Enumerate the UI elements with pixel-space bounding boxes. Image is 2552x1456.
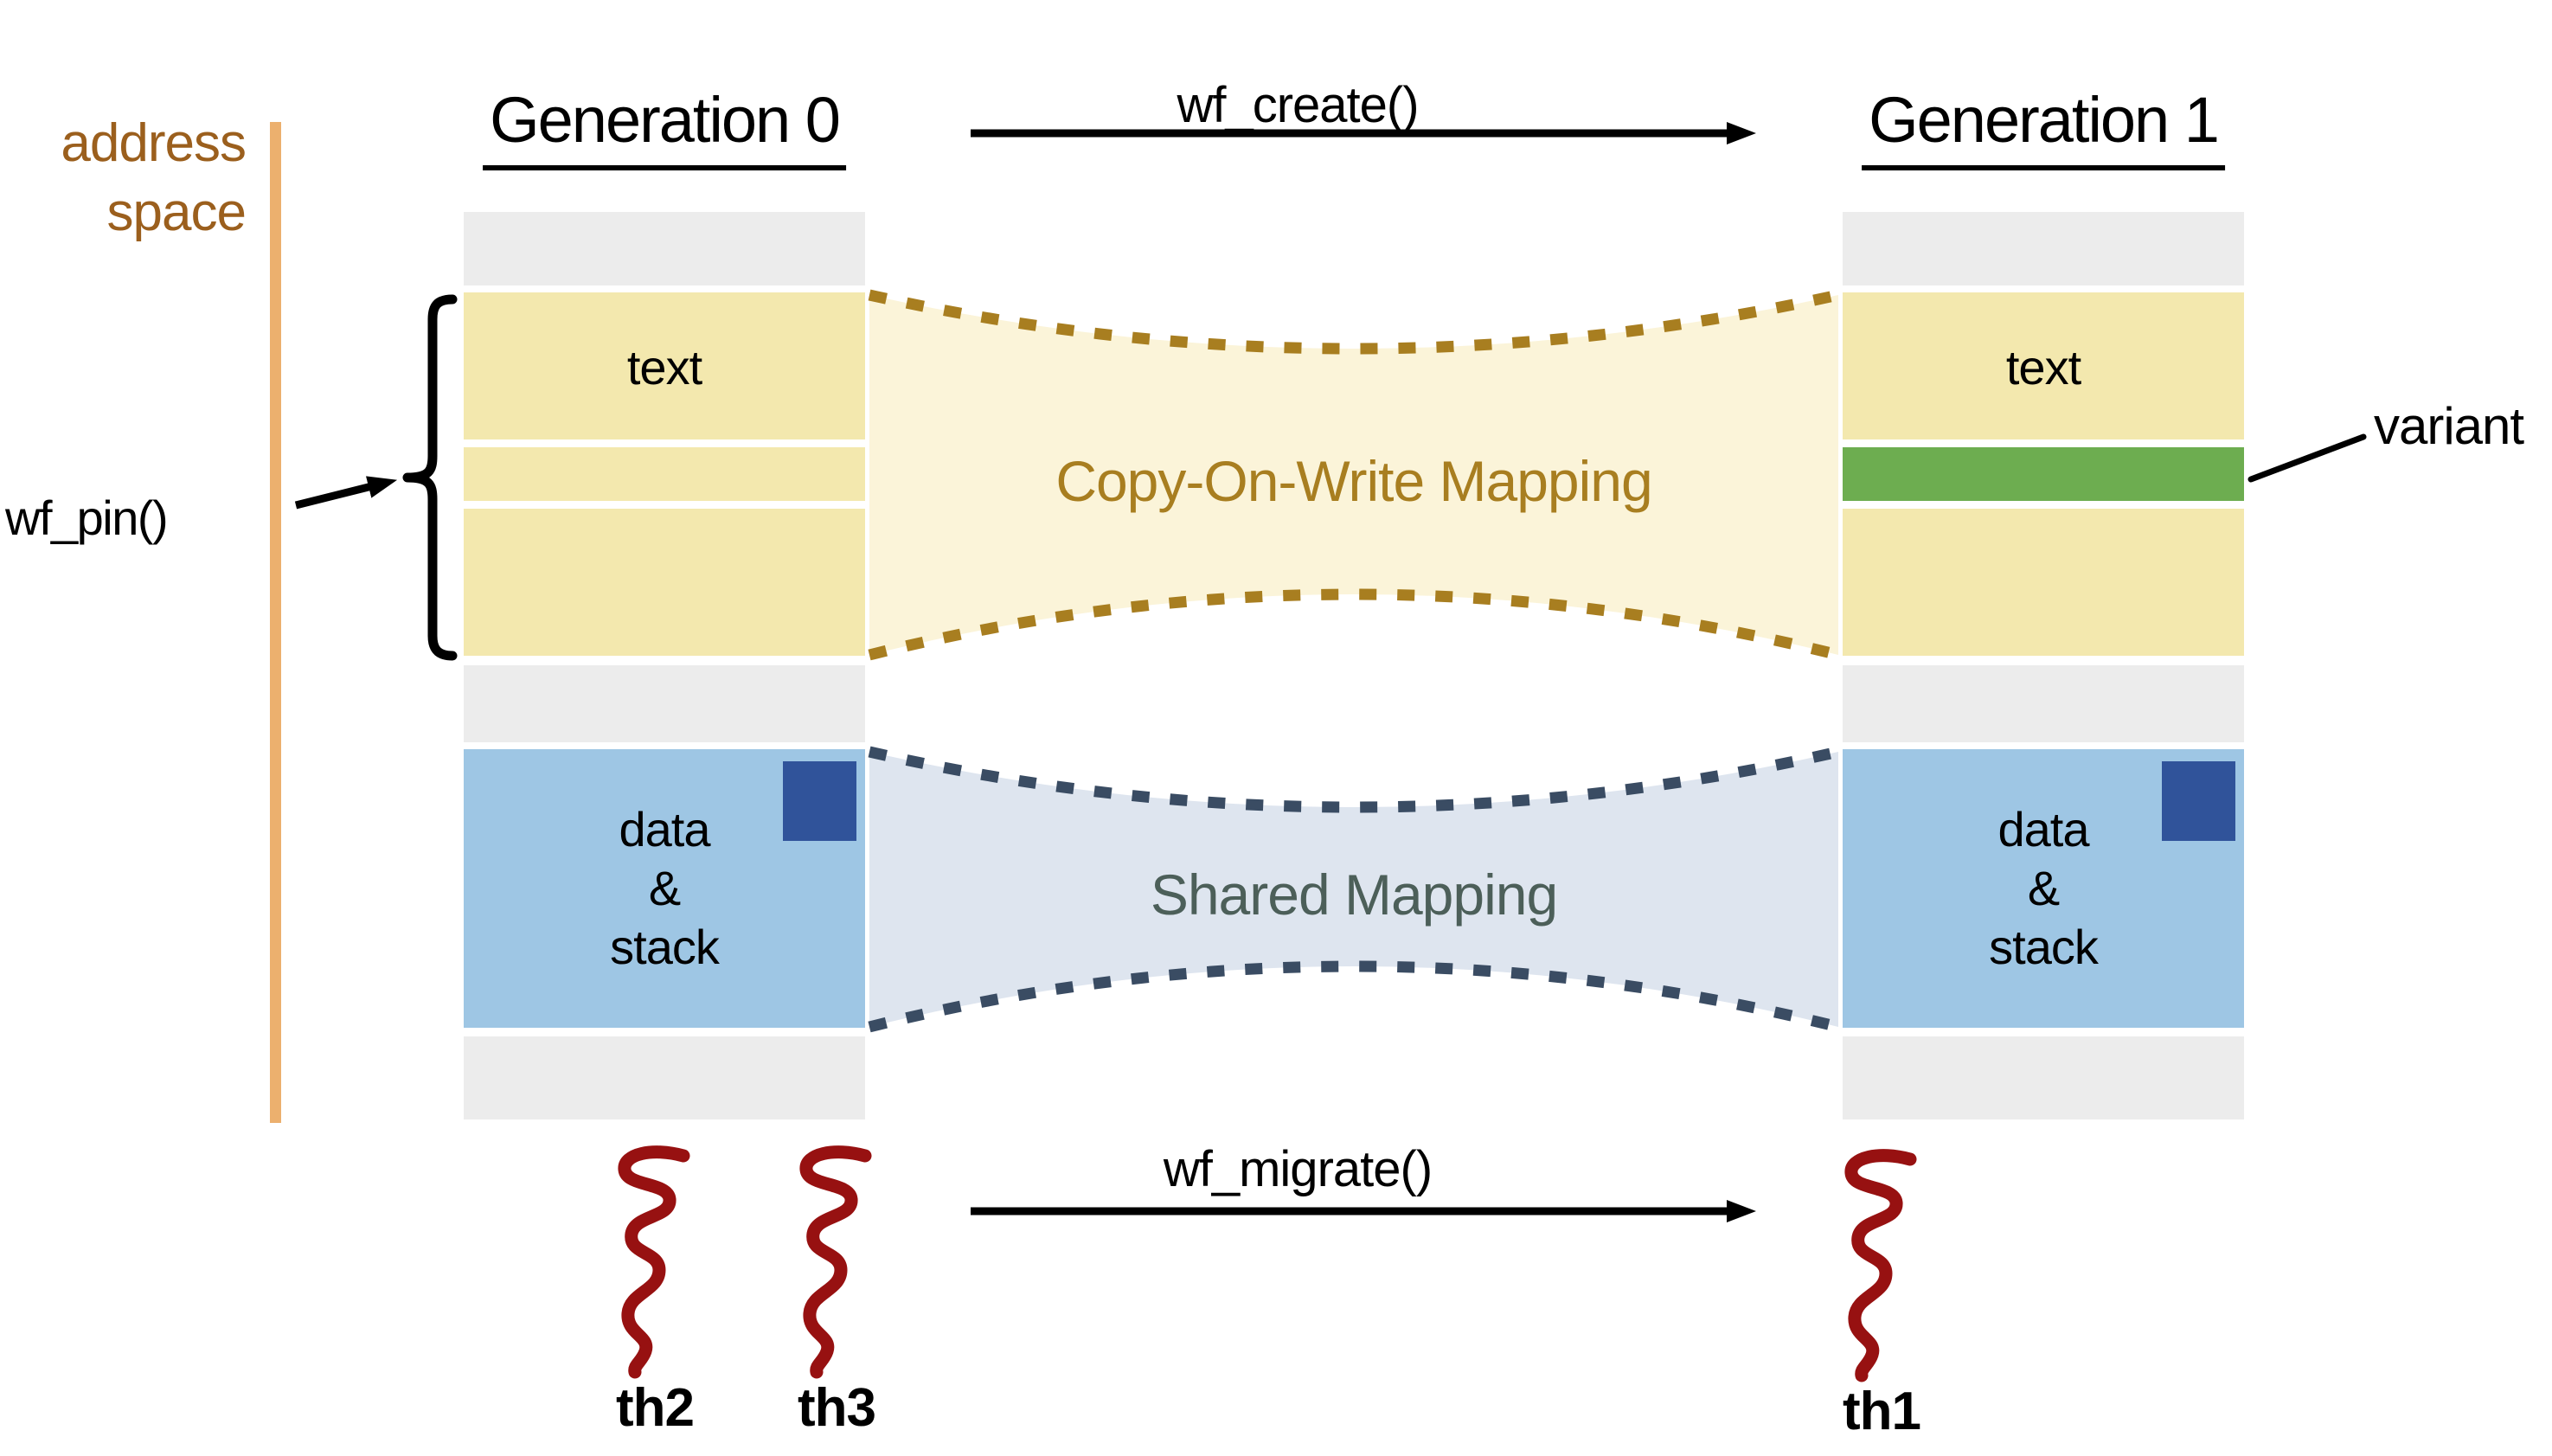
cow-top-dashed-line bbox=[868, 289, 1840, 355]
wf-create-label: wf_create() bbox=[1177, 77, 1419, 133]
wf-pin-arrow bbox=[294, 476, 398, 510]
gen0-text-segment-label: text bbox=[626, 340, 702, 394]
gen0-segment-gray-top bbox=[464, 212, 865, 285]
thread-th3-label: th3 bbox=[798, 1378, 876, 1438]
generation-1-title: Generation 1 bbox=[1862, 83, 2225, 170]
gen1-segment-gray-middle bbox=[1843, 665, 2244, 742]
gen0-amp-line: & bbox=[648, 861, 681, 915]
gen0-segment-text bbox=[464, 292, 865, 439]
gen1-stack-line: stack bbox=[1989, 920, 2099, 974]
variant-pointer-line bbox=[2247, 433, 2367, 483]
shared-bottom-dashed-line bbox=[868, 960, 1840, 1033]
gen1-data-stack-label: data & stack bbox=[1989, 800, 2099, 977]
gen1-segment-yellow-lower bbox=[1843, 509, 2244, 656]
gen0-segment-thin-yellow bbox=[464, 447, 865, 501]
gen1-amp-line: & bbox=[2027, 861, 2060, 915]
address-space-label: address space bbox=[0, 109, 247, 247]
gen1-text-segment-label: text bbox=[2005, 340, 2081, 394]
address-space-line1: address bbox=[61, 113, 247, 173]
gen0-stack-line: stack bbox=[610, 920, 720, 974]
cow-bottom-dashed-line bbox=[868, 588, 1840, 661]
gen1-segment-text bbox=[1843, 292, 2244, 439]
wf-pin-label: wf_pin() bbox=[5, 491, 169, 545]
gen1-thread-marker-square bbox=[2162, 761, 2235, 841]
gen0-data-line: data bbox=[619, 802, 710, 856]
thread-th2-label: th2 bbox=[616, 1378, 695, 1438]
gen0-segment-gray-bottom bbox=[464, 1036, 865, 1119]
gen1-segment-variant-green bbox=[1843, 447, 2244, 501]
variant-label: variant bbox=[2374, 397, 2524, 455]
shared-mapping-label: Shared Mapping bbox=[1150, 863, 1558, 927]
shared-top-dashed-line bbox=[868, 746, 1840, 813]
generation-0-title: Generation 0 bbox=[483, 83, 846, 170]
thread-squiggle-th3 bbox=[806, 1152, 865, 1372]
gen0-data-stack-label: data & stack bbox=[610, 800, 720, 977]
wf-migrate-label: wf_migrate() bbox=[1163, 1141, 1433, 1197]
curly-brace bbox=[402, 294, 458, 661]
gen1-data-line: data bbox=[1997, 802, 2089, 856]
gen1-segment-gray-top bbox=[1843, 212, 2244, 285]
gen0-segment-yellow-lower bbox=[464, 509, 865, 656]
address-space-axis-line bbox=[270, 122, 281, 1123]
gen0-thread-marker-square bbox=[783, 761, 856, 841]
thread-squiggle-th2 bbox=[625, 1152, 683, 1372]
thread-squiggle-th1 bbox=[1851, 1156, 1910, 1376]
gen1-segment-gray-bottom bbox=[1843, 1036, 2244, 1119]
address-space-line2: space bbox=[106, 183, 247, 242]
thread-th1-label: th1 bbox=[1843, 1382, 1921, 1441]
cow-mapping-label: Copy-On-Write Mapping bbox=[1055, 449, 1652, 513]
gen0-segment-gray-middle bbox=[464, 665, 865, 742]
